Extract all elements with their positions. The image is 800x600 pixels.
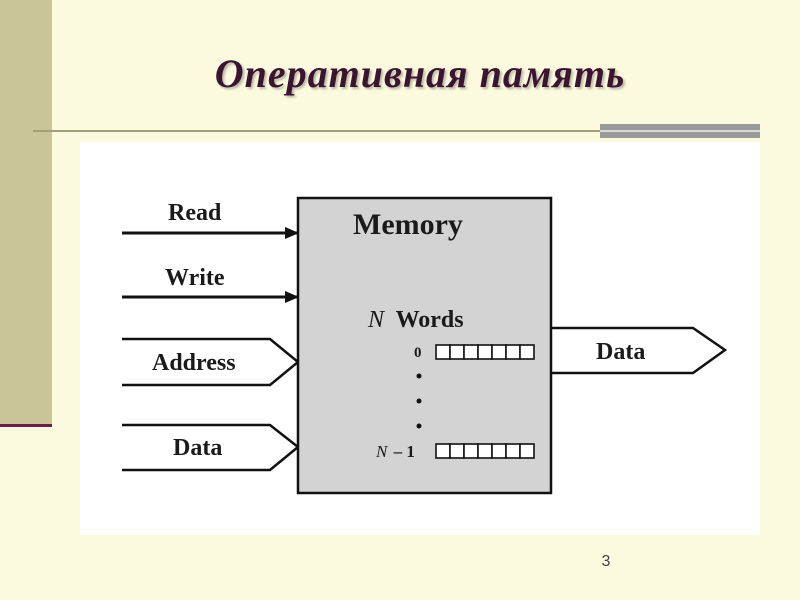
row-index-last-n: N	[375, 442, 389, 461]
memory-cell	[463, 344, 479, 360]
memory-cell	[491, 344, 507, 360]
ellipsis-dot	[416, 398, 422, 404]
page-number: 3	[601, 553, 611, 570]
memory-cell	[477, 443, 493, 459]
memory-cell	[519, 443, 535, 459]
title-divider-accent	[600, 124, 760, 138]
memory-cell	[491, 443, 507, 459]
memory-cell	[449, 443, 465, 459]
left-accent-bar	[0, 0, 52, 425]
row-index-last-suffix: – 1	[393, 442, 415, 461]
words-n: N	[367, 307, 386, 333]
words-text: Words	[396, 307, 464, 333]
words-label: N Words	[367, 307, 464, 333]
memory-block-title: Memory	[353, 208, 463, 241]
memory-cell	[477, 344, 493, 360]
address-label: Address	[152, 350, 236, 376]
memory-word-row-last	[435, 443, 535, 459]
ellipsis-dot	[416, 373, 422, 379]
memory-diagram-svg: Read Write Address Data Memory N Words 0…	[122, 196, 728, 495]
data-out-label: Data	[596, 339, 645, 365]
memory-cell	[435, 443, 451, 459]
memory-diagram: Read Write Address Data Memory N Words 0…	[80, 142, 760, 535]
memory-cell	[519, 344, 535, 360]
read-label: Read	[168, 200, 222, 226]
data-out-bus-arrow	[551, 326, 728, 375]
title-divider	[33, 130, 603, 132]
memory-cell	[435, 344, 451, 360]
memory-cell	[463, 443, 479, 459]
memory-cell	[449, 344, 465, 360]
ellipsis-dot	[416, 423, 422, 429]
row-index-last: N – 1	[375, 442, 415, 461]
data-in-label: Data	[173, 435, 222, 461]
row-index-first: 0	[414, 345, 422, 361]
memory-cell	[505, 344, 521, 360]
write-label: Write	[165, 265, 225, 291]
left-accent-line	[0, 424, 52, 427]
slide-title: Оперативная память	[214, 51, 626, 96]
memory-word-row-first	[435, 344, 535, 360]
memory-cell	[505, 443, 521, 459]
